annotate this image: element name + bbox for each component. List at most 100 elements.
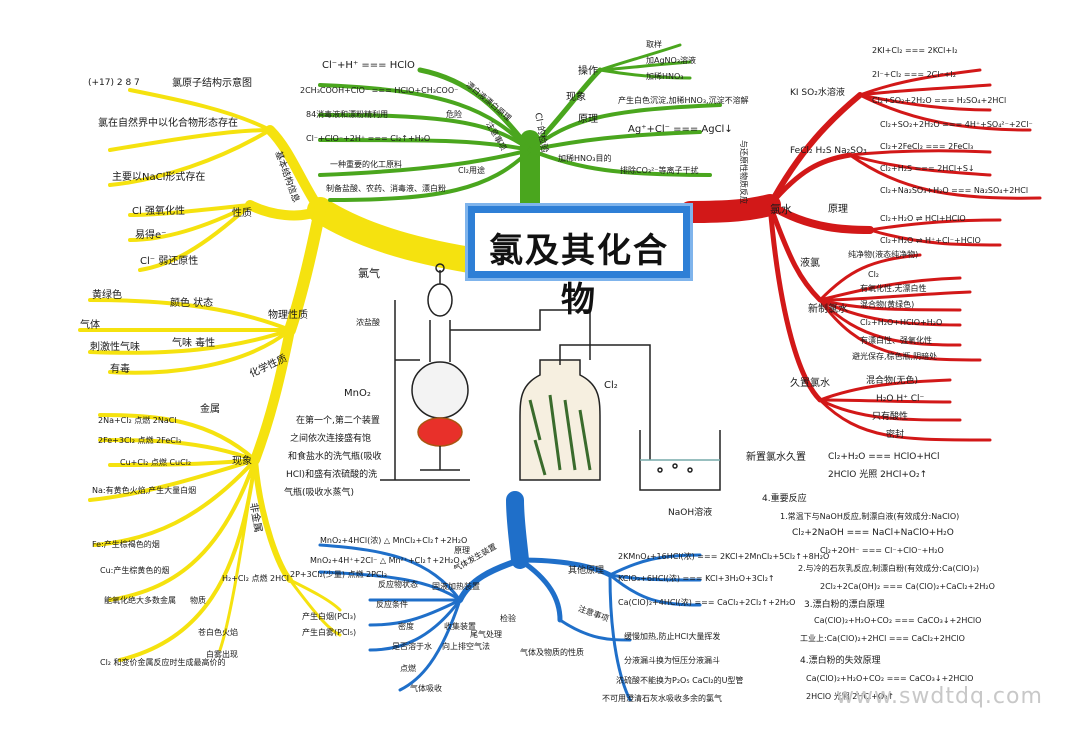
nonmetal-item-2: 苍白色火焰	[198, 628, 238, 637]
lab-item-10: 是否溶于水	[392, 642, 432, 651]
ops-label: 操作	[578, 66, 598, 77]
light-rxn-2: 2HClO 光照 2HCl+O₂↑	[828, 470, 928, 480]
rxn-3: Cl₂+SO₂+2H₂O === H₂SO₄+2HCl	[872, 96, 1007, 105]
metal-item-3: Cu+Cl₂ 点燃 CuCl₂	[120, 458, 192, 467]
new-water-label: 新制氯水	[808, 304, 848, 315]
bleach-heading: 4.重要反应	[762, 494, 807, 504]
bleach-item-1: 1.常温下与NaOH反应,制漂白液(有效成分:NaClO)	[780, 512, 960, 521]
lab-item-4: 反应物状态	[378, 580, 418, 589]
lab-apparatus	[380, 263, 721, 491]
lab-item-3: MnO₂+4H⁺+2Cl⁻ △ Mn²⁺+Cl₂↑+2H₂O	[310, 556, 460, 565]
node-reducing: 与还原性物质反应	[739, 140, 748, 204]
red-branches	[679, 68, 1042, 442]
rxn-1: 2KI+Cl₂ === 2KCl+I₂	[872, 46, 958, 55]
top-item-6: 一种重要的化工原料	[330, 160, 402, 169]
bleach-item-8: 工业上:Ca(ClO)₂+2HCl === CaCl₂+2HClO	[800, 634, 965, 643]
ops-item-3: 加稀HNO₃	[646, 72, 684, 81]
lab-item-6: 反应条件	[376, 600, 408, 609]
purpose-label: 加稀HNO₃目的	[558, 154, 612, 163]
method-rxn-3: Ca(ClO)₂+4HCl(浓) === CaCl₂+2Cl₂↑+2H₂O	[618, 598, 796, 607]
chem-item-2: 易得e⁻	[135, 230, 167, 241]
old-item-3: 只有酸性	[872, 412, 909, 422]
method-rxn-2: KClO₃+6HCl(浓) === KCl+3H₂O+3Cl₂↑	[618, 574, 775, 583]
phenomenon-2: Fe:产生棕褐色的烟	[92, 540, 160, 549]
note-4: HCl)和盛有浓硫酸的洗	[286, 470, 378, 480]
metal-label: 金属	[200, 404, 220, 415]
label-mno2: MnO₂	[344, 388, 371, 399]
rxn-2: 2I⁻+Cl₂ === 2Cl⁻+I₂	[872, 70, 956, 79]
ops-item-1: 取样	[646, 40, 662, 49]
top-item-7: Cl₂用途	[458, 166, 486, 175]
liquid-item-3: 有氧化性,无漂白性	[860, 284, 927, 293]
note-2: 之间依次连接盛有饱	[290, 434, 372, 444]
phys-item-1: 黄绿色	[92, 290, 122, 301]
phys-item-4: 刺激性气味	[90, 342, 140, 353]
light-label: 新置氯水久置	[746, 452, 806, 463]
new-item-1: 混合物(黄绿色)	[860, 300, 915, 309]
top-item-3: 84消毒液和漂粉精利用	[306, 110, 389, 119]
page-title: 氯及其化合物	[489, 231, 669, 320]
method-rxn-1: 2KMnO₄+16HCl(浓) === 2KCl+2MnCl₂+5Cl₂↑+8H…	[618, 552, 830, 561]
other-item-1: 能氧化绝大多数金属	[104, 596, 176, 605]
label-conc-hcl: 浓盐酸	[356, 318, 380, 327]
other-item-3: 物质	[190, 596, 206, 605]
chem-item-1: Cl 强氧化性	[132, 206, 185, 217]
phenomenon-3: Cu:产生棕黄色的烟	[100, 566, 170, 575]
phenomena-label: 现象	[232, 456, 252, 467]
lab-item-12: 气体及物质的性质	[520, 648, 584, 657]
light-rxn-1: Cl₂+H₂O === HClO+HCl	[828, 452, 940, 462]
new-item-2: Cl₂+H₂O+HClO+H₂O	[860, 318, 943, 327]
other-item-4: 白雾出现	[206, 650, 238, 659]
nonmetal-item-4: 产生白烟(PCl₃)	[302, 612, 357, 621]
chem-label: 性质	[232, 208, 252, 219]
lab-item-5: 固液加热装置	[432, 582, 480, 591]
bleach-item-2: Cl₂+2NaOH === NaCl+NaClO+H₂O	[792, 528, 954, 538]
blue-branches	[318, 491, 702, 702]
top-item-2: 2CH₃COOH+ClO⁻ === HClO+CH₃COO⁻	[300, 86, 459, 95]
liquid-label: 液氯	[800, 258, 820, 269]
rxn-6: Cl₂+H₂S === 2HCl+S↓	[880, 164, 975, 173]
structure-item-3: 主要以NaCl形式存在	[112, 172, 206, 183]
bleach-item-5: 2Cl₂+2Ca(OH)₂ === Ca(ClO)₂+CaCl₂+2H₂O	[820, 582, 995, 591]
old-item-4: 密封	[886, 430, 905, 440]
bleach-item-11: 2HClO 光照 2HCl+O₂↑	[806, 692, 895, 701]
nonmetal-item-3: 2P+3Cl₂(少量) 点燃 2PCl₃	[290, 570, 387, 579]
new-item-3: 有漂白性、强氧化性	[860, 336, 932, 345]
principle-label: 原理	[578, 114, 598, 125]
top-item-8: 制备盐酸、农药、消毒液、漂白粉	[326, 184, 446, 193]
lab-item-8: 密度	[398, 622, 414, 631]
phenomenon-1: Na:有黄色火焰,产生大量白烟	[92, 486, 197, 495]
phys-item-5: 气味 毒性	[172, 338, 216, 349]
bleach-item-4: 2.与冷的石灰乳反应,制漂白粉(有效成分:Ca(ClO)₂)	[798, 564, 980, 573]
lab-item-14: 检验	[500, 614, 516, 623]
label-cl2: Cl₂	[604, 380, 618, 391]
title-box: 氯及其化合物	[468, 206, 690, 320]
lab-item-11: 向上排空气法	[442, 642, 490, 651]
structure-item-1: 氯原子结构示意图	[172, 78, 252, 89]
bleach-item-3: Cl₂+2OH⁻ === Cl⁻+ClO⁻+H₂O	[820, 546, 944, 555]
water-label: 氯水	[770, 203, 792, 216]
node-chlorine-gas: 氯气	[358, 267, 380, 280]
note-3: 和食盐水的洗气瓶(吸收	[288, 452, 382, 462]
note-item-3: 浓硫酸不能换为P₂O₅ CaCl₂的U型管	[616, 676, 744, 685]
top-item-5: Cl⁻+ClO⁻+2H⁺ === Cl₂↑+H₂O	[306, 134, 431, 143]
lab-item-16: 气体吸收	[410, 684, 442, 693]
note-item-2: 分液漏斗换为恒压分液漏斗	[624, 656, 720, 665]
liquid-item-2: Cl₂	[868, 270, 880, 279]
bleach-item-9: 4.漂白粉的失效原理	[800, 656, 881, 666]
rxn-group-1: KI SO₂水溶液	[790, 88, 845, 98]
old-item-1: 混合物(无色)	[866, 376, 919, 386]
note-5: 气瓶(吸收水蒸气)	[284, 488, 355, 498]
lab-item-2: 原理	[454, 546, 470, 555]
other-item-2: Cl₂ 和变价金属反应时生成最高价的	[100, 658, 226, 667]
top-item-1: Cl⁻+H⁺ === HClO	[322, 60, 415, 71]
rxn-7: Cl₂+Na₂SO₃+H₂O === Na₂SO₄+2HCl	[880, 186, 1029, 195]
ops-item-2: 加AgNO₃溶液	[646, 56, 697, 65]
phenomenon-text: 产生白色沉淀,加稀HNO₃,沉淀不溶解	[618, 96, 749, 105]
lab-item-9: 收集装置	[444, 622, 476, 631]
bleach-item-10: Ca(ClO)₂+H₂O+CO₂ === CaCO₃↓+2HClO	[806, 674, 974, 683]
phys-item-2: 颜色 状态	[170, 298, 214, 309]
chem-item-3: Cl⁻ 弱还原性	[140, 256, 199, 267]
